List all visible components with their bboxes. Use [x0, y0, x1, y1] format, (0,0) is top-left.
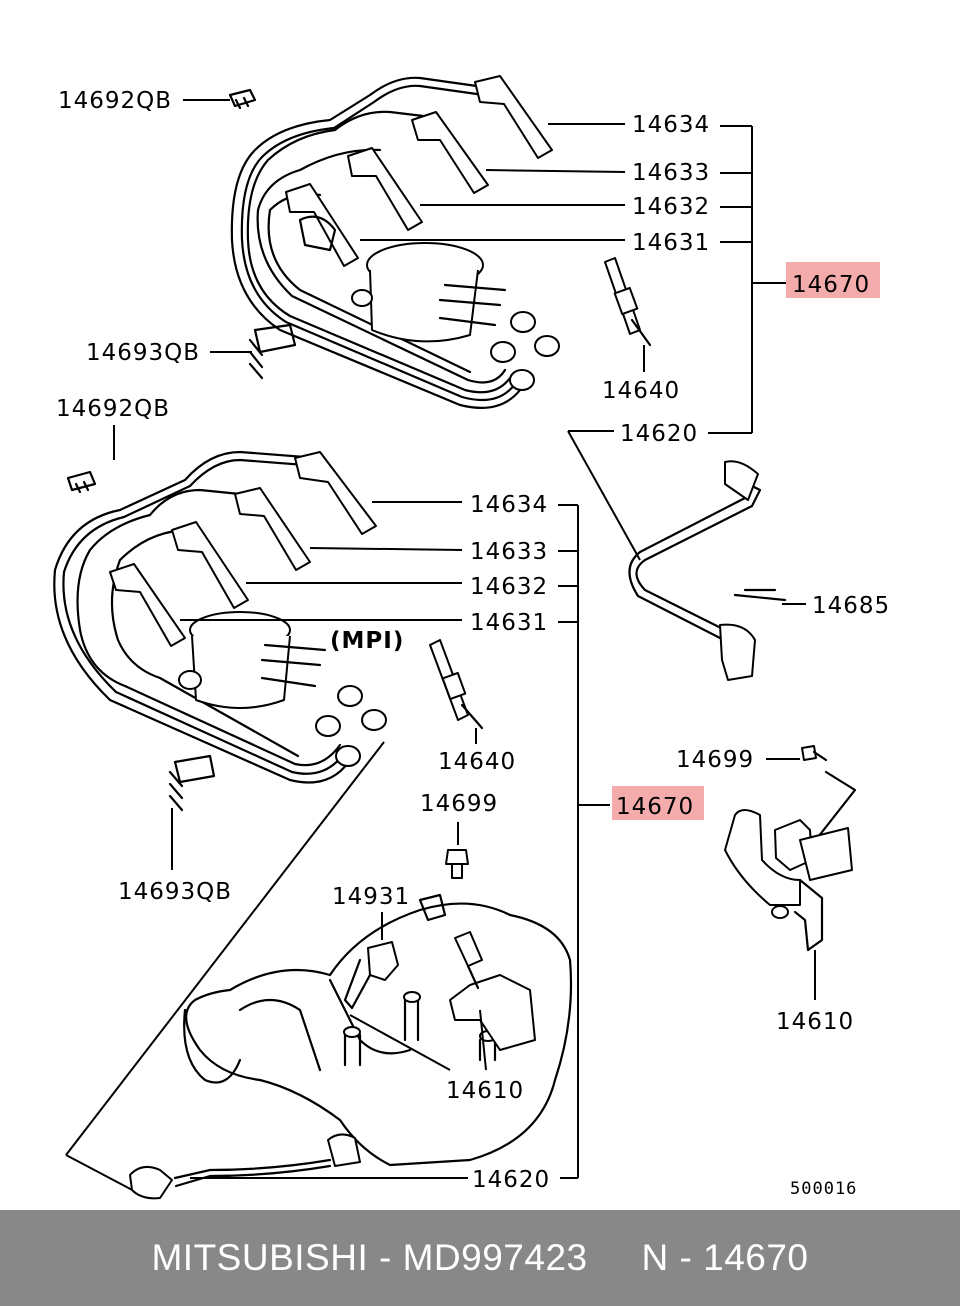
bolt-14699-mid: [445, 849, 469, 879]
label-14632-mid: 14632: [470, 574, 548, 600]
label-14692qb-mid: 14692QB: [56, 396, 170, 422]
label-14640-mid: 14640: [438, 749, 516, 775]
label-14634-mid: 14634: [470, 492, 548, 518]
label-14699-mid: 14699: [420, 791, 498, 817]
highlight-14670-mid: [612, 786, 704, 820]
top-ignition-wire-set: [228, 75, 560, 409]
label-14631-top: 14631: [632, 230, 710, 256]
footer-part-info: MITSUBISHI - MD997423 N - 14670: [151, 1237, 809, 1278]
label-14620-bottom: 14620: [472, 1167, 550, 1193]
mid-leaders: [65, 501, 816, 1193]
label-14685: 14685: [812, 593, 890, 619]
label-14610-right: 14610: [776, 1009, 854, 1035]
mpi-ignition-wire-set: [53, 450, 387, 812]
label-14640-top: 14640: [602, 378, 680, 404]
label-14699-right: 14699: [676, 747, 754, 773]
top-leaders: [113, 99, 786, 561]
bottom-leaders: [190, 1009, 487, 1179]
label-14634-top: 14634: [632, 112, 710, 138]
label-14670-mid: 14670: [616, 794, 694, 820]
label-14693qb-bottom: 14693QB: [118, 879, 232, 905]
label-14692qb-top: 14692QB: [58, 88, 172, 114]
intake-manifold: [129, 893, 573, 1200]
label-mpi: (MPI): [330, 628, 404, 654]
ignition-coil-right: [724, 770, 857, 952]
label-14693qb-top: 14693QB: [86, 340, 200, 366]
label-14670-top: 14670: [792, 272, 870, 298]
drawing-number: 500016: [790, 1179, 857, 1199]
top-spark-plug: [604, 257, 652, 347]
lead-wire-14620: [628, 460, 787, 681]
highlight-14670-top: [786, 262, 880, 298]
label-14610-bottom: 14610: [446, 1078, 524, 1104]
label-14631-mid: 14631: [470, 610, 548, 636]
mpi-spark-plug: [429, 639, 484, 730]
bolt-14699-right: [801, 745, 828, 762]
label-14633-top: 14633: [632, 160, 710, 186]
footer-bar: MITSUBISHI - MD997423 N - 14670: [0, 1210, 960, 1306]
label-14931: 14931: [332, 884, 410, 910]
label-14632-top: 14632: [632, 194, 710, 220]
parts-diagram: 14692QB 14634 14633 14632 14631 14670 14…: [53, 75, 890, 1200]
label-14633-mid: 14633: [470, 539, 548, 565]
label-14620-top: 14620: [620, 421, 698, 447]
